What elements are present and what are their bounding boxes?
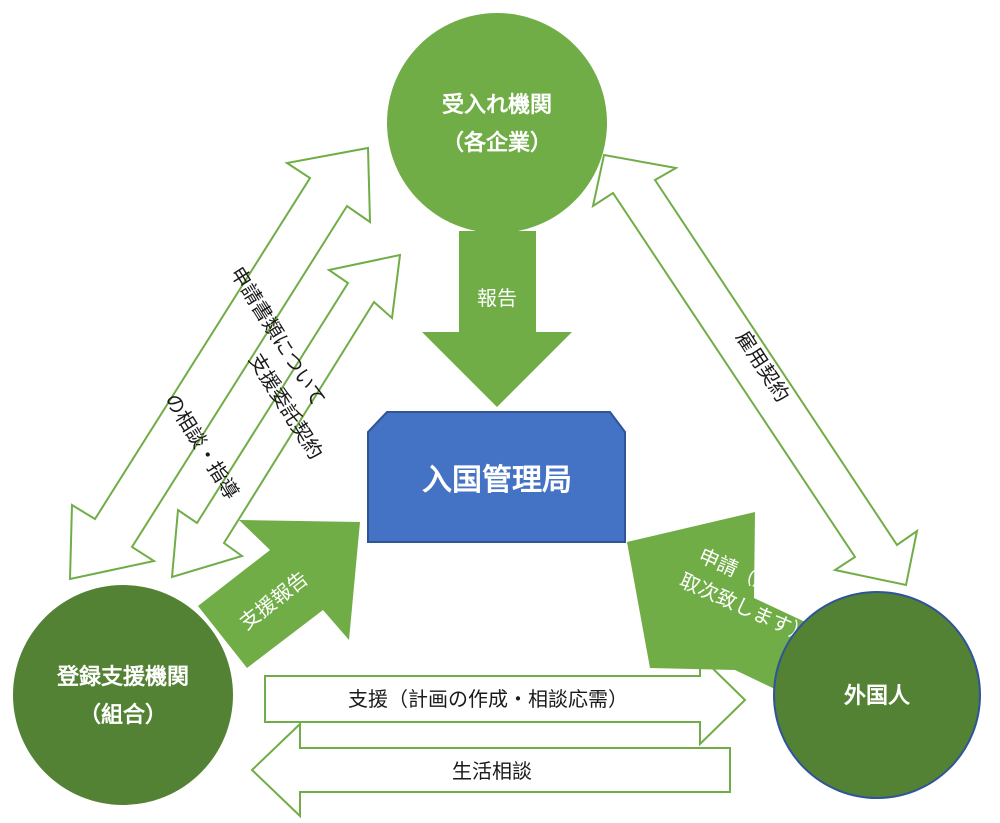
receiving-org-subtitle: （各企業） bbox=[442, 130, 552, 156]
registered-support-org-title: 登録支援機関 bbox=[56, 664, 189, 690]
receiving-org-title: 受入れ機関 bbox=[442, 92, 552, 118]
foreign-national-node bbox=[773, 591, 981, 799]
immigration-bureau-node bbox=[367, 411, 626, 543]
report-label: 報告 bbox=[477, 286, 517, 310]
support-plan-arrow bbox=[264, 653, 747, 747]
foreign-national-title: 外国人 bbox=[844, 683, 910, 709]
report-arrow bbox=[422, 231, 572, 407]
life-consultation-label: 生活相談 bbox=[452, 759, 532, 783]
consultation-guidance-double-arrow bbox=[68, 146, 372, 581]
life-consultation-arrow bbox=[250, 721, 731, 819]
support-contract-double-arrow bbox=[170, 253, 402, 579]
immigration-bureau-title: 入国管理局 bbox=[422, 463, 572, 498]
support-report-arrow bbox=[198, 520, 360, 668]
receiving-org-node bbox=[387, 13, 607, 233]
support-plan-label: 支援（計画の作成・相談応需） bbox=[348, 687, 628, 711]
registered-support-org-subtitle: （組合） bbox=[79, 702, 167, 728]
registered-support-org-node bbox=[13, 585, 233, 805]
employment-contract-double-arrow bbox=[591, 153, 919, 587]
